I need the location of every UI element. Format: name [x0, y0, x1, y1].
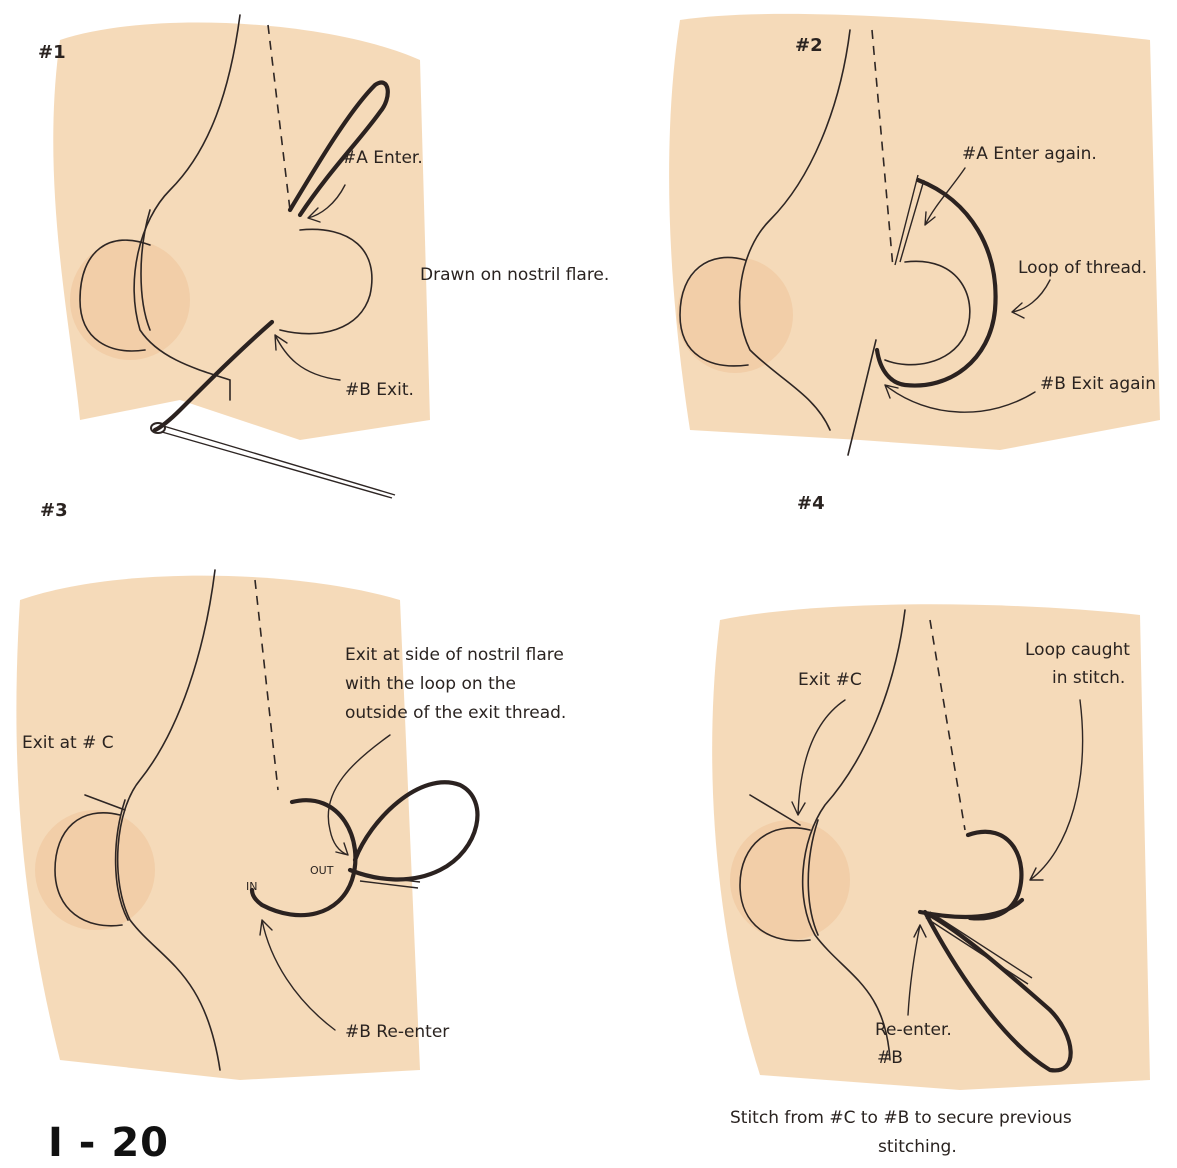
panel-4-exit-c-label: Exit #C — [798, 670, 862, 691]
panel-1-exit-label: #B Exit. — [345, 380, 414, 401]
panel-2-loop-label: Loop of thread. — [1018, 258, 1147, 279]
panel-1-cheek — [70, 240, 190, 360]
panel-4-number: #4 — [797, 493, 825, 516]
caption-line2: stitching. — [878, 1137, 957, 1158]
panel-1-needle — [160, 425, 395, 498]
panel-1-enter-label: #A Enter. — [342, 148, 423, 169]
panel-3-note-line2: with the loop on the — [345, 674, 516, 695]
panel-3-note-line1: Exit at side of nostril flare — [345, 645, 564, 666]
panel-1-number: #1 — [38, 42, 66, 65]
panel-4-cheek — [730, 820, 850, 940]
panel-4-reenter-line2: #B — [877, 1048, 903, 1069]
panel-4-loop-line2: in stitch. — [1052, 668, 1125, 689]
panel-3-in-label: IN — [246, 880, 257, 894]
panel-2-enter-label: #A Enter again. — [962, 144, 1097, 165]
panel-3-cheek — [35, 810, 155, 930]
page-number: I - 20 — [48, 1118, 169, 1168]
panel-2-exit-label: #B Exit again — [1040, 374, 1156, 395]
panel-3-reenter-label: #B Re-enter — [345, 1022, 449, 1043]
panel-3-exit-c-label: Exit at # C — [22, 733, 114, 754]
panel-2-cheek — [677, 257, 793, 373]
panel-3-out-label: OUT — [310, 864, 333, 878]
panel-2-number: #2 — [795, 35, 823, 58]
panel-3-note-line3: outside of the exit thread. — [345, 703, 566, 724]
caption-line1: Stitch from #C to #B to secure previous — [730, 1108, 1072, 1129]
panel-4-loop-line1: Loop caught — [1025, 640, 1130, 661]
panel-4-reenter-line1: Re-enter. — [875, 1020, 952, 1041]
panel-3-number: #3 — [40, 500, 68, 523]
panel-1-note-label: Drawn on nostril flare. — [420, 265, 609, 286]
panel-1-drawing — [53, 15, 430, 498]
